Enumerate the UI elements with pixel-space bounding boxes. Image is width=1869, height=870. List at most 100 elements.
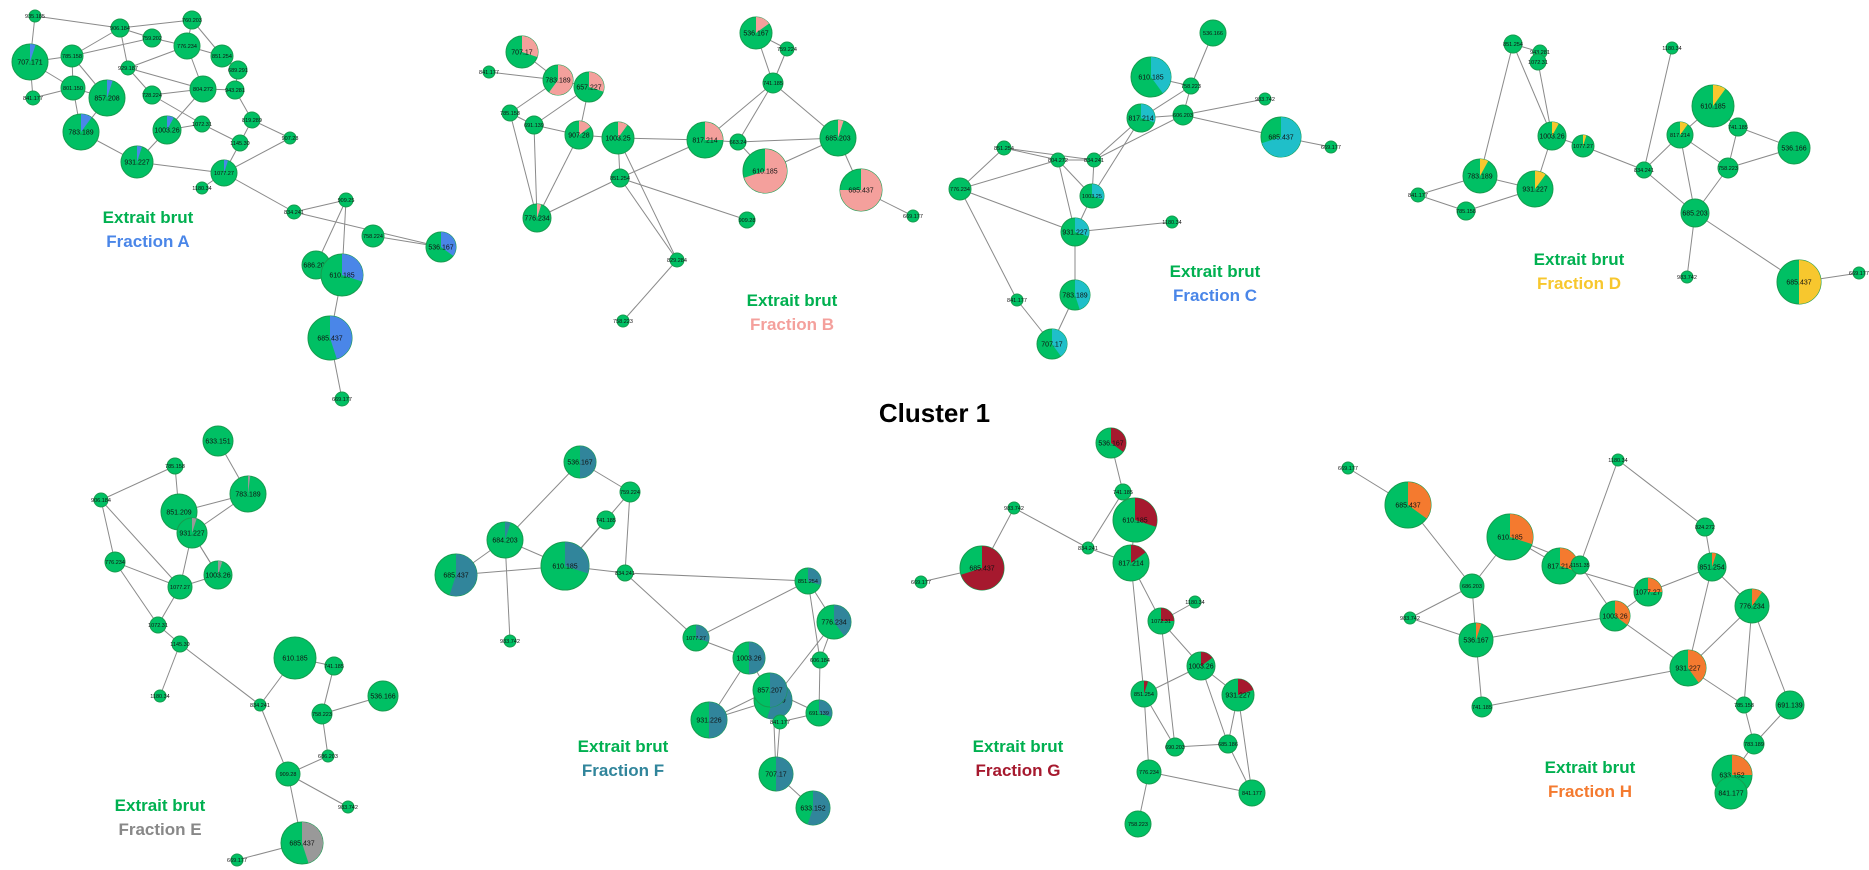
network-node[interactable]: 1003.26 xyxy=(1599,600,1631,632)
network-node[interactable]: 776.234 xyxy=(1136,759,1162,785)
network-node[interactable]: 684.203 xyxy=(486,521,524,559)
network-node[interactable]: 610.185 xyxy=(320,253,364,297)
network-node[interactable]: 758.223 xyxy=(1181,77,1201,95)
network-node[interactable]: 834.241 xyxy=(615,564,635,582)
network-node[interactable]: 841.177 xyxy=(1238,779,1266,807)
network-node[interactable]: 741.185 xyxy=(596,510,616,530)
network-node[interactable]: 851.254 xyxy=(794,567,822,595)
network-node[interactable]: 906.184 xyxy=(91,492,111,508)
network-node[interactable]: 741.185 xyxy=(324,656,344,676)
network-node[interactable]: 758.223 xyxy=(1717,157,1739,179)
network-node[interactable]: 610.185 xyxy=(1130,56,1172,98)
network-node[interactable]: 943.281 xyxy=(225,80,245,100)
network-node[interactable]: 685.437 xyxy=(959,545,1005,591)
network-node[interactable]: 931.227 xyxy=(1060,217,1090,247)
network-node[interactable]: 536.167 xyxy=(1458,622,1494,658)
network-node[interactable]: 857.207 xyxy=(752,672,788,708)
network-node[interactable]: 691.139 xyxy=(524,115,544,135)
network-node[interactable]: 707.17 xyxy=(1036,328,1068,360)
network-node[interactable]: 909.28 xyxy=(738,211,756,229)
network-node[interactable]: 906.184 xyxy=(110,18,130,38)
network-node[interactable]: 610.185 xyxy=(540,541,590,591)
network-node[interactable]: 983.742 xyxy=(1400,611,1420,625)
network-node[interactable]: 758.224 xyxy=(361,224,385,248)
network-node[interactable]: 536.167 xyxy=(739,16,773,50)
network-node[interactable]: 983.742 xyxy=(500,634,520,648)
network-node[interactable]: 610.185 xyxy=(1112,497,1158,543)
network-node[interactable]: 785.158 xyxy=(1734,696,1754,714)
network-node[interactable]: 931.227 xyxy=(1221,678,1255,712)
network-node[interactable]: 760.203 xyxy=(182,10,202,30)
network-node[interactable]: 819.289 xyxy=(242,111,262,129)
network-node[interactable]: 707.17 xyxy=(505,35,539,69)
network-node[interactable]: 758.223 xyxy=(311,703,333,725)
network-node[interactable]: 851.254 xyxy=(1503,34,1523,54)
network-node[interactable]: 1180.34 xyxy=(1662,41,1682,55)
network-node[interactable]: 841.177 xyxy=(1714,776,1748,810)
network-node[interactable]: 758.223 xyxy=(613,314,633,328)
network-node[interactable]: 851.254 xyxy=(210,44,234,68)
network-node[interactable]: 817.214 xyxy=(1666,121,1694,149)
network-node[interactable]: 834.241 xyxy=(1634,161,1654,179)
network-node[interactable]: 610.185 xyxy=(742,148,788,194)
network-node[interactable]: 1145.30 xyxy=(170,635,190,653)
network-node[interactable]: 1180.34 xyxy=(1185,595,1205,609)
network-node[interactable]: 690.203 xyxy=(1165,737,1185,757)
network-node[interactable]: 610.185 xyxy=(1486,513,1534,561)
network-node[interactable]: 1072.31 xyxy=(1147,607,1175,635)
network-node[interactable]: 817.214 xyxy=(1126,103,1156,133)
network-node[interactable]: 633.152 xyxy=(795,790,831,826)
network-node[interactable]: 776.234 xyxy=(816,604,852,640)
network-node[interactable]: 669.177 xyxy=(227,853,247,867)
network-node[interactable]: 931.226 xyxy=(690,701,728,739)
network-node[interactable]: 685.437 xyxy=(434,553,478,597)
network-node[interactable]: 1072.31 xyxy=(192,115,212,133)
network-node[interactable]: 909.25 xyxy=(338,192,355,208)
network-node[interactable]: 834.241 xyxy=(1084,152,1104,168)
network-node[interactable]: 829.284 xyxy=(667,252,687,268)
network-node[interactable]: 817.214 xyxy=(1112,544,1150,582)
network-node[interactable]: 841.177 xyxy=(1007,293,1027,307)
network-node[interactable]: 1072.31 xyxy=(1528,53,1548,71)
network-node[interactable]: 685.203 xyxy=(1680,198,1710,228)
network-node[interactable]: 1003.25 xyxy=(1079,183,1105,209)
network-node[interactable]: 931.227 xyxy=(120,145,154,179)
network-node[interactable]: 686.203 xyxy=(318,749,338,763)
network-node[interactable]: 851.254 xyxy=(610,168,630,188)
network-node[interactable]: 983.742 xyxy=(338,800,358,814)
network-node[interactable]: 536.167 xyxy=(563,445,597,479)
network-node[interactable]: 834.241 xyxy=(1078,541,1098,555)
network-node[interactable]: 783.189 xyxy=(1059,279,1091,311)
network-node[interactable]: 841.177 xyxy=(770,714,790,730)
network-node[interactable]: 685.437 xyxy=(1260,116,1302,158)
network-node[interactable]: 931.227 xyxy=(176,517,208,549)
network-node[interactable]: 1077.27 xyxy=(210,159,238,187)
network-node[interactable]: 669.177 xyxy=(903,209,923,223)
network-node[interactable]: 685.437 xyxy=(1384,481,1432,529)
network-node[interactable]: 1145.30 xyxy=(230,134,250,152)
network-node[interactable]: 801.150 xyxy=(60,75,86,101)
network-node[interactable]: 1151.35 xyxy=(1570,555,1590,575)
network-node[interactable]: 785.158 xyxy=(165,457,185,475)
network-node[interactable]: 776.234 xyxy=(173,32,201,60)
network-node[interactable]: 935.185 xyxy=(25,9,45,23)
network-node[interactable]: 669.177 xyxy=(1338,461,1358,475)
network-node[interactable]: 536.166 xyxy=(1777,131,1811,165)
network-node[interactable]: 663.24 xyxy=(729,133,747,151)
network-node[interactable]: 1180.34 xyxy=(1608,453,1628,467)
network-node[interactable]: 783.189 xyxy=(1743,733,1765,755)
network-node[interactable]: 929.187 xyxy=(118,60,138,76)
network-node[interactable]: 1180.34 xyxy=(1162,215,1182,229)
network-node[interactable]: 851.254 xyxy=(994,140,1014,156)
network-node[interactable]: 1003.26 xyxy=(152,115,182,145)
network-node[interactable]: 817.214 xyxy=(1541,547,1579,585)
network-node[interactable]: 785.158 xyxy=(60,44,84,68)
network-node[interactable]: 983.742 xyxy=(1255,92,1275,106)
network-node[interactable]: 610.185 xyxy=(273,636,317,680)
network-node[interactable]: 776.234 xyxy=(522,203,552,233)
network-node[interactable]: 851.254 xyxy=(1130,680,1158,708)
network-node[interactable]: 783.189 xyxy=(1462,158,1498,194)
network-node[interactable]: 1077.27 xyxy=(167,574,193,600)
network-node[interactable]: 691.139 xyxy=(805,699,833,727)
network-node[interactable]: 685.437 xyxy=(1776,259,1822,305)
